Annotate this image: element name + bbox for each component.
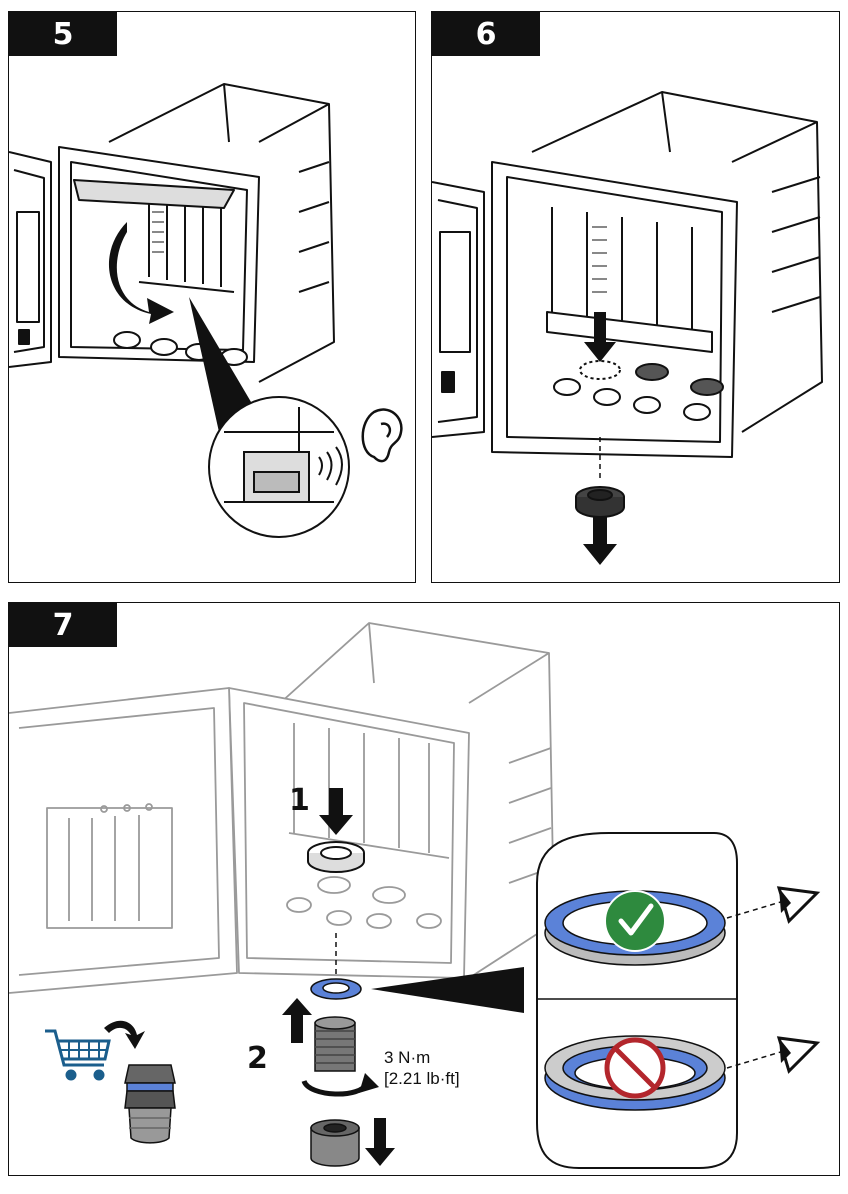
eye-icon (776, 1036, 821, 1074)
cable-gland (314, 1016, 356, 1072)
arrow-down-icon (319, 788, 353, 835)
step-7-number: 7 (9, 603, 117, 647)
checkmark-icon (604, 890, 666, 952)
eye-icon (776, 886, 821, 924)
arrow-down-icon (584, 312, 616, 362)
ear-icon (361, 408, 403, 463)
gasket-orientation-detail (536, 832, 738, 1169)
rotate-arrow (108, 222, 174, 324)
lock-nut (307, 841, 365, 873)
sub-step-2-label: 2 (247, 1041, 268, 1076)
gasket (310, 978, 362, 1000)
arrow-down-icon (365, 1118, 395, 1166)
sub-step-1-label: 1 (289, 783, 310, 818)
rotate-icon (301, 1079, 370, 1097)
arrow-up-icon (282, 998, 312, 1043)
step-6-number: 6 (432, 12, 540, 56)
step-6-panel: 6 (431, 11, 840, 583)
sealing-plug (575, 486, 625, 518)
torque-spec: 3 N·m [2.21 lb·ft] (384, 1047, 460, 1089)
step-5-panel: 5 (8, 11, 416, 583)
prohibited-icon (604, 1037, 666, 1099)
spare-cable-gland (124, 1064, 176, 1144)
torque-imperial: [2.21 lb·ft] (384, 1069, 460, 1088)
step-7-panel: 7 (8, 602, 840, 1176)
torque-metric: 3 N·m (384, 1048, 431, 1067)
click-sound-waves (318, 446, 343, 486)
step-5-number: 5 (9, 12, 117, 56)
step-5-illustration (9, 83, 403, 538)
arrow-down-icon (583, 517, 617, 565)
step-6-illustration (432, 91, 823, 565)
shopping-cart-icon (45, 1029, 111, 1081)
cap-nut (310, 1119, 360, 1167)
step-7-illustration (9, 622, 821, 1169)
